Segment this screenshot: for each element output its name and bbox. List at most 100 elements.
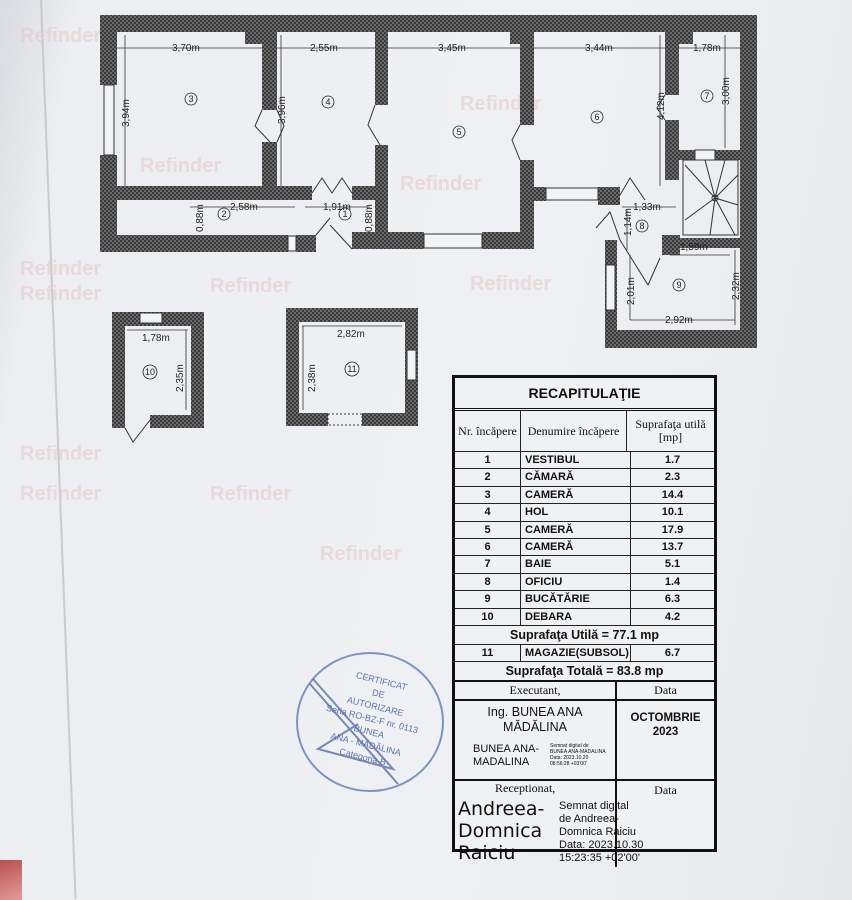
header-area: Suprafaţa utilă [mp] <box>635 417 706 444</box>
row-area: 6.3 <box>664 593 681 606</box>
dim-room2-width: 2,58m <box>230 202 258 213</box>
room-number-labels: 1 2 3 4 5 6 7 8 9 10 11 <box>145 91 710 377</box>
row-nr: 6 <box>455 538 521 556</box>
executant-name-line1: Ing. BUNEA ANA <box>487 705 583 720</box>
room-number: 1 <box>342 209 347 219</box>
dim-room8-height: 1,14m <box>623 208 634 236</box>
row-name: CAMERĂ <box>521 486 631 504</box>
room-number: 11 <box>347 364 356 374</box>
table-row: 11 MAGAZIE(SUBSOL) 6.7 <box>455 644 714 663</box>
row-area: 6.7 <box>664 646 681 659</box>
row-area: 13.7 <box>661 540 684 553</box>
row-nr: 3 <box>455 486 521 504</box>
table-header: Nr. încăpere Denumire încăpere Suprafaţa… <box>455 411 714 452</box>
dim-room9-right-height: 2,32m <box>731 272 742 300</box>
executant-date-month: OCTOMBRIE <box>630 712 701 725</box>
row-area: 1.4 <box>664 575 681 588</box>
dim-room7-width: 1,78m <box>693 43 721 54</box>
room-11-magazie: 2,82m 2,38m <box>286 308 418 426</box>
row-nr: 1 <box>455 452 521 469</box>
watermark: Refinder <box>20 283 101 305</box>
row-nr: 2 <box>455 469 521 486</box>
sig-detail: BUNEA ANA-MADALINA <box>550 749 606 756</box>
authorization-stamp: CERTIFICAT DE AUTORIZARE Seria RO-BZ-F n… <box>296 652 444 792</box>
row-nr: 10 <box>455 608 521 625</box>
header-nr: Nr. încăpere <box>455 411 521 451</box>
row-nr: 5 <box>455 521 521 538</box>
header-name: Denumire încăpere <box>521 411 627 451</box>
grand-total: Suprafaţa Totală = 83.8 mp <box>455 662 714 683</box>
dim-room1-width: 1,91m <box>323 202 351 213</box>
row-area: 5.1 <box>664 558 681 571</box>
dim-room9-top-width: 1,59m <box>680 242 708 253</box>
received-date-label: Data <box>654 783 677 798</box>
dim-room8-width: 1,33m <box>633 202 661 213</box>
row-nr: 4 <box>455 504 521 521</box>
windows <box>103 84 716 311</box>
watermark: Refinder <box>140 155 221 177</box>
row-nr: 9 <box>455 591 521 608</box>
watermark: Refinder <box>400 173 481 195</box>
dim-room9-left-height: 2,01m <box>626 277 637 305</box>
useful-total: Suprafaţa Utilă = 77.1 mp <box>455 626 714 645</box>
room-number: 6 <box>594 112 599 122</box>
room-number: 4 <box>325 97 330 107</box>
dimension-lines <box>117 35 740 325</box>
executant-date-year: 2023 <box>652 726 679 739</box>
dim-room3-width: 3,70m <box>172 43 200 54</box>
row-area: 2.3 <box>664 471 681 484</box>
watermark: Refinder <box>470 273 551 295</box>
received-sig-detail: 15:23:35 +02'00' <box>559 852 640 865</box>
table-title: RECAPITULAŢIE <box>455 378 714 411</box>
row-name: CĂMARĂ <box>521 469 631 486</box>
row-area: 4.2 <box>664 610 681 623</box>
watermark: Refinder <box>320 543 401 565</box>
staircase <box>682 159 739 236</box>
dim-room2-height: 0,88m <box>195 204 206 232</box>
received-sig-name: Andreea- <box>458 798 545 821</box>
sig-detail: Data: 2023.10.20 <box>550 755 589 762</box>
date-label: Data <box>654 683 677 698</box>
row-nr: 7 <box>455 556 521 573</box>
doors <box>254 94 666 287</box>
received-sig-detail: Domnica Raiciu <box>559 826 637 839</box>
received-sig-detail: Semnat digital <box>559 800 629 813</box>
row-area: 17.9 <box>661 523 684 536</box>
executant-name-line2: MĂDĂLINA <box>503 720 567 735</box>
row-nr: 8 <box>455 573 521 591</box>
received-sig-name: Domnica <box>458 820 543 843</box>
row-name: BUCĂTĂRIE <box>521 591 631 608</box>
row-name: CAMERĂ <box>521 521 631 538</box>
room-number: 9 <box>676 280 681 290</box>
room-number: 7 <box>704 91 709 101</box>
handwritten-signature <box>309 678 399 785</box>
received-sig-detail: Data: 2023.10.30 <box>559 839 644 852</box>
recap-table: RECAPITULAŢIE Nr. încăpere Denumire încă… <box>452 375 717 868</box>
dimension-labels: 3,70m 2,55m 3,45m 3,44m 1,78m 3,94m 3,96… <box>121 43 742 326</box>
row-nr: 11 <box>455 644 521 662</box>
walls <box>100 15 757 348</box>
room-number: 5 <box>456 127 461 137</box>
row-area: 1.7 <box>664 454 681 466</box>
executant-header: Executant, Data <box>455 682 714 702</box>
watermark: Refinder <box>20 25 101 47</box>
room-number: 10 <box>145 367 155 377</box>
row-area: 14.4 <box>661 488 684 501</box>
executant-signature-block: Ing. BUNEA ANA MĂDĂLINA BUNEA ANA- MADAL… <box>455 701 714 782</box>
dim-room9-width: 2,92m <box>665 315 693 326</box>
dim-room3-height: 3,94m <box>121 99 132 127</box>
dim-room1-height: 0,88m <box>364 204 375 232</box>
dim-room4-height: 3,96m <box>277 96 288 124</box>
row-name: DEBARA <box>521 608 631 625</box>
room-number: 8 <box>639 221 644 231</box>
dim-room11-width: 2,82m <box>337 329 365 340</box>
dim-room6-height: 4,12m <box>656 92 667 120</box>
